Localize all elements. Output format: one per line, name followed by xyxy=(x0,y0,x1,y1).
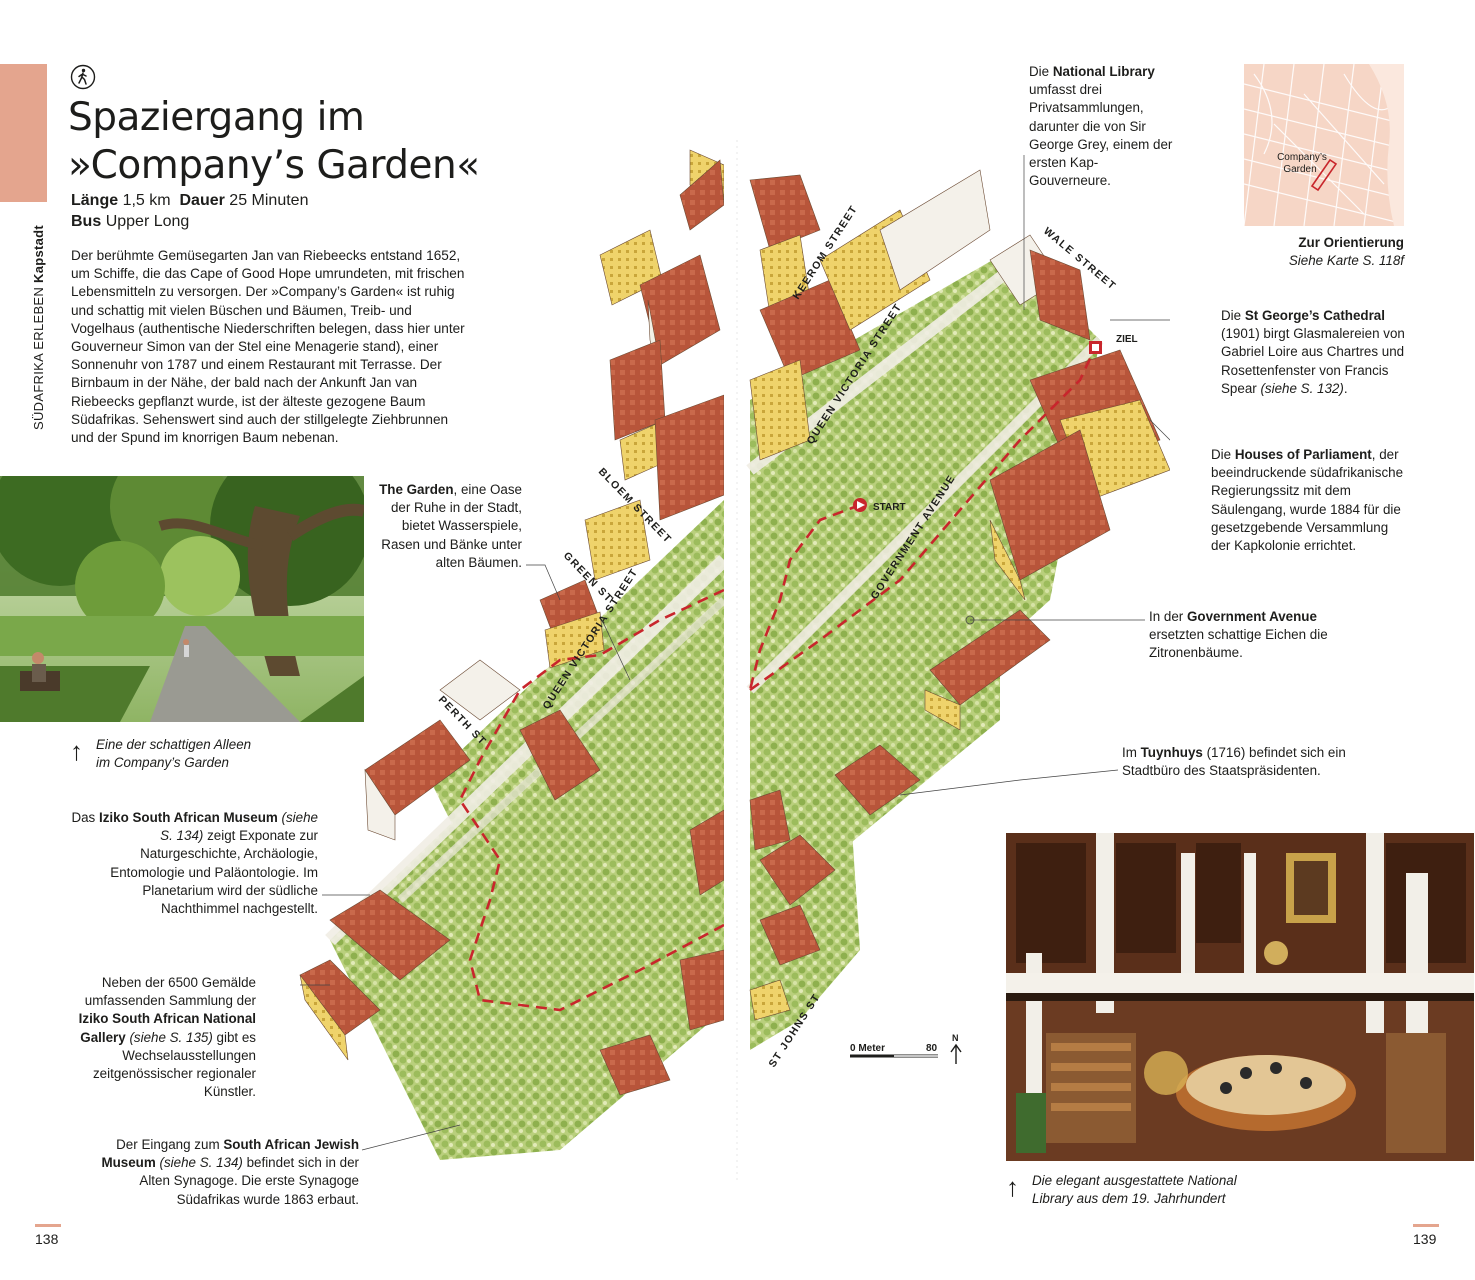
annotation-parliament: Die Houses of Parliament, der beeindruck… xyxy=(1211,446,1411,555)
page-number-bar xyxy=(1413,1224,1439,1227)
length-value: 1,5 km xyxy=(122,192,171,209)
garden-alley-photo xyxy=(0,476,364,722)
annotation-body: Die xyxy=(1221,308,1245,323)
page-number-left: 138 xyxy=(35,1231,59,1247)
annotation-body: befindet sich in der Alten Synagoge. Die… xyxy=(139,1155,359,1207)
end-label: ZIEL xyxy=(1116,334,1138,345)
annotation-body: , eine Oase der Ruhe in der Stadt, biete… xyxy=(381,482,522,570)
annotation-body: . xyxy=(1343,380,1348,396)
annotation-body: Die xyxy=(1211,447,1235,462)
annotation-title: Government Avenue xyxy=(1186,609,1317,624)
page-reference: (siehe S. 135) xyxy=(125,1029,213,1045)
annotation-jewish-museum: Der Eingang zum South African Jewish Mus… xyxy=(100,1136,359,1209)
north-label: N xyxy=(952,1033,959,1043)
annotation-title: South African Jewish Museum xyxy=(101,1137,359,1171)
annotation-body: , der beeindruckende südafrikanische Reg… xyxy=(1211,447,1404,554)
annotation-title: Iziko South African National Gallery xyxy=(78,1011,256,1045)
annotation-body: Neben der 6500 Gemälde umfassenden Samml… xyxy=(84,975,256,1009)
annotation-title: Tuynhuys xyxy=(1140,745,1203,760)
walk-meta: Länge 1,5 km Dauer 25 Minuten Bus Upper … xyxy=(71,190,451,232)
annotation-body: Die xyxy=(1029,64,1053,79)
title-line-1: Spaziergang im xyxy=(68,95,365,140)
annotation-iziko-museum: Das Iziko South African Museum (siehe S.… xyxy=(70,809,318,918)
running-head-city: Kapstadt xyxy=(31,224,46,283)
section-tab xyxy=(0,64,47,202)
running-head: SÜDAFRIKA ERLEBEN Kapstadt xyxy=(22,210,50,430)
annotation-st-george: Die St George’s Cathedral (1901) birgt G… xyxy=(1221,307,1416,398)
north-arrow-icon xyxy=(950,1043,962,1064)
orientation-reference: Siehe Karte S. 118f xyxy=(1288,253,1404,269)
annotation-body: umfasst drei Privatsammlungen, darunter … xyxy=(1029,82,1173,189)
right-photo-caption: ↑ Die elegant ausgestattete National Lib… xyxy=(1006,1172,1286,1208)
page-reference: (siehe S. 132) xyxy=(1256,380,1344,396)
orientation-map: Company’s Garden xyxy=(1244,64,1404,226)
orientation-map-label: Garden xyxy=(1283,164,1316,175)
length-label: Länge xyxy=(71,192,119,209)
annotation-tuynhuys: Im Tuynhuys (1716) befindet sich ein Sta… xyxy=(1122,744,1362,780)
annotation-title: The Garden xyxy=(379,482,454,497)
running-head-section: SÜDAFRIKA ERLEBEN xyxy=(31,286,46,430)
annotation-garden: The Garden, eine Oase der Ruhe in der St… xyxy=(370,481,522,572)
page-reference: (siehe S. 134) xyxy=(160,810,318,844)
annotation-body: ersetzten schattige Eichen die Zitronenb… xyxy=(1149,627,1328,661)
scale-label: 0 Meter xyxy=(850,1043,885,1054)
duration-value: 25 Minuten xyxy=(229,192,309,209)
orientation-caption: Zur Orientierung Siehe Karte S. 118f xyxy=(1230,234,1404,270)
title-line-2: »Company’s Garden« xyxy=(68,143,480,188)
start-label: START xyxy=(873,502,906,513)
up-arrow-icon: ↑ xyxy=(70,736,83,766)
up-arrow-icon: ↑ xyxy=(1006,1172,1019,1202)
intro-text: Der berühmte Gemüsegarten Jan van Riebee… xyxy=(71,248,465,446)
scale-value: 80 xyxy=(926,1043,938,1054)
caption-line: im Company’s Garden xyxy=(96,755,229,770)
annotation-body: gibt es Wechselausstellungen zeitgenössi… xyxy=(92,1029,256,1100)
left-photo-caption: ↑ Eine der schattigen Alleen im Company’… xyxy=(70,736,310,772)
annotation-body: In der xyxy=(1149,609,1187,624)
annotation-title: St George’s Cathedral xyxy=(1244,308,1385,323)
walking-person-icon xyxy=(70,64,96,90)
caption-line: Library aus dem 19. Jahrhundert xyxy=(1032,1191,1226,1206)
page-title: Spaziergang im »Company’s Garden« xyxy=(68,94,508,190)
orientation-title: Zur Orientierung xyxy=(1298,235,1404,250)
caption-line: Die elegant ausgestattete National xyxy=(1032,1173,1237,1188)
illustrated-walk-map: START ZIEL KEEROM STREET QUEEN VICTORIA … xyxy=(299,140,1170,1180)
orientation-map-label: Company’s xyxy=(1277,152,1327,163)
caption-line: Eine der schattigen Alleen xyxy=(96,737,252,752)
duration-label: Dauer xyxy=(179,192,225,209)
annotation-government-avenue: In der Government Avenue ersetzten schat… xyxy=(1149,608,1349,663)
annotation-body: zeigt Exponate zur Naturgeschichte, Arch… xyxy=(110,828,318,917)
annotation-body: (1901) birgt Glasmalereien von Gabriel L… xyxy=(1221,326,1405,396)
page-number-bar xyxy=(35,1224,61,1227)
annotation-title: Houses of Parliament xyxy=(1234,447,1372,462)
annotation-title: National Library xyxy=(1052,64,1155,79)
annotation-title: Iziko South African Museum xyxy=(98,810,278,825)
bus-label: Bus xyxy=(71,213,102,230)
bus-value: Upper Long xyxy=(105,213,190,230)
page-reference: (siehe S. 134) xyxy=(155,1155,243,1171)
annotation-body: Das xyxy=(71,810,99,825)
national-library-photo xyxy=(1006,833,1474,1161)
page-number-right: 139 xyxy=(1413,1231,1437,1247)
annotation-national-library: Die National Library umfasst drei Privat… xyxy=(1029,63,1179,190)
annotation-body: Der Eingang zum xyxy=(116,1137,224,1152)
annotation-national-gallery: Neben der 6500 Gemälde umfassenden Samml… xyxy=(78,974,256,1101)
annotation-body: (1716) befindet sich ein Stadtbüro des S… xyxy=(1122,745,1346,779)
annotation-body: Im xyxy=(1122,745,1141,760)
